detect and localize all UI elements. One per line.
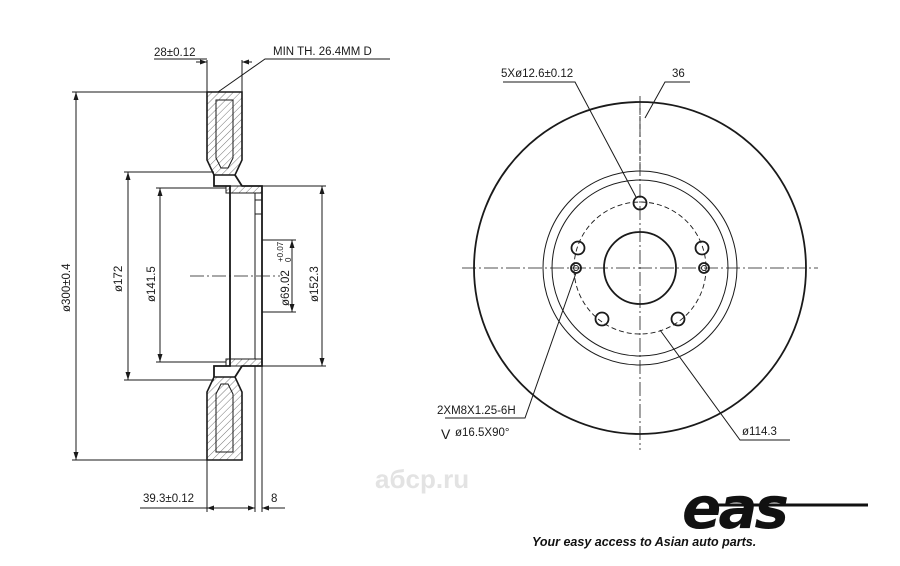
hat-flange-bottom — [225, 358, 263, 367]
angle-mark-label: 36 — [672, 68, 685, 80]
diameter-141-5-label: ø141.5 — [146, 266, 158, 302]
hat-inner-circle — [551, 179, 729, 357]
hub-bore-tol-upper: +0.07 — [276, 241, 285, 262]
brand-tagline: Your easy access to Asian auto parts. — [532, 535, 756, 549]
threaded-hole-core — [701, 265, 707, 271]
watermark-text: aбcp.ru — [375, 464, 469, 494]
side-section-view: 28±0.12 MIN TH. 26.4MM D ø300±0.4 ø172 ø… — [61, 46, 390, 512]
disc-outer-edge — [473, 101, 807, 435]
threaded-hole-core — [573, 265, 579, 271]
outer-diameter-label: ø300±0.4 — [61, 263, 73, 312]
bolt-hole — [570, 240, 586, 256]
bolt-holes — [570, 195, 710, 327]
hat-thickness-label: 8 — [271, 493, 277, 505]
pcd-label: ø114.3 — [742, 426, 777, 438]
hub-bore-label: ø69.02 — [280, 270, 292, 306]
thickness-label: 28±0.12 — [154, 47, 196, 59]
threaded-holes-label: 2XM8X1.25-6H — [437, 405, 516, 417]
min-thickness-label: MIN TH. 26.4MM D — [273, 46, 372, 58]
friction-ring-top — [206, 91, 243, 176]
eas-logo: eas — [682, 474, 787, 542]
friction-ring-bottom — [206, 376, 243, 461]
bolt-hole — [632, 195, 648, 211]
diameter-172-label: ø172 — [113, 266, 125, 292]
brand-logo: eas — [682, 474, 868, 542]
threaded-holes — [570, 262, 710, 274]
center-bore — [603, 231, 677, 305]
bolt-hole — [694, 240, 710, 256]
threaded-hole — [698, 262, 710, 274]
bolt-hole-section — [254, 199, 263, 215]
countersink-symbol: V — [441, 426, 451, 442]
front-view: 36 5Xø12.6±0.12 2XM8X1.25-6H V ø16.5X90°… — [437, 68, 818, 450]
vent-channel-top — [215, 99, 234, 169]
offset-label: 39.3±0.12 — [143, 493, 194, 505]
bolt-hole — [670, 311, 686, 327]
hat-outer-circle — [542, 170, 738, 366]
bolt-hole — [594, 311, 610, 327]
hat-outer — [234, 174, 263, 378]
countersink-label: ø16.5X90° — [455, 427, 509, 439]
diameter-152-3-label: ø152.3 — [309, 266, 321, 302]
bolt-holes-label: 5Xø12.6±0.12 — [501, 68, 573, 80]
hat-flange-top — [225, 185, 263, 194]
hub-bore-tol-lower: 0 — [284, 257, 293, 262]
vent-channel-bottom — [215, 383, 234, 453]
